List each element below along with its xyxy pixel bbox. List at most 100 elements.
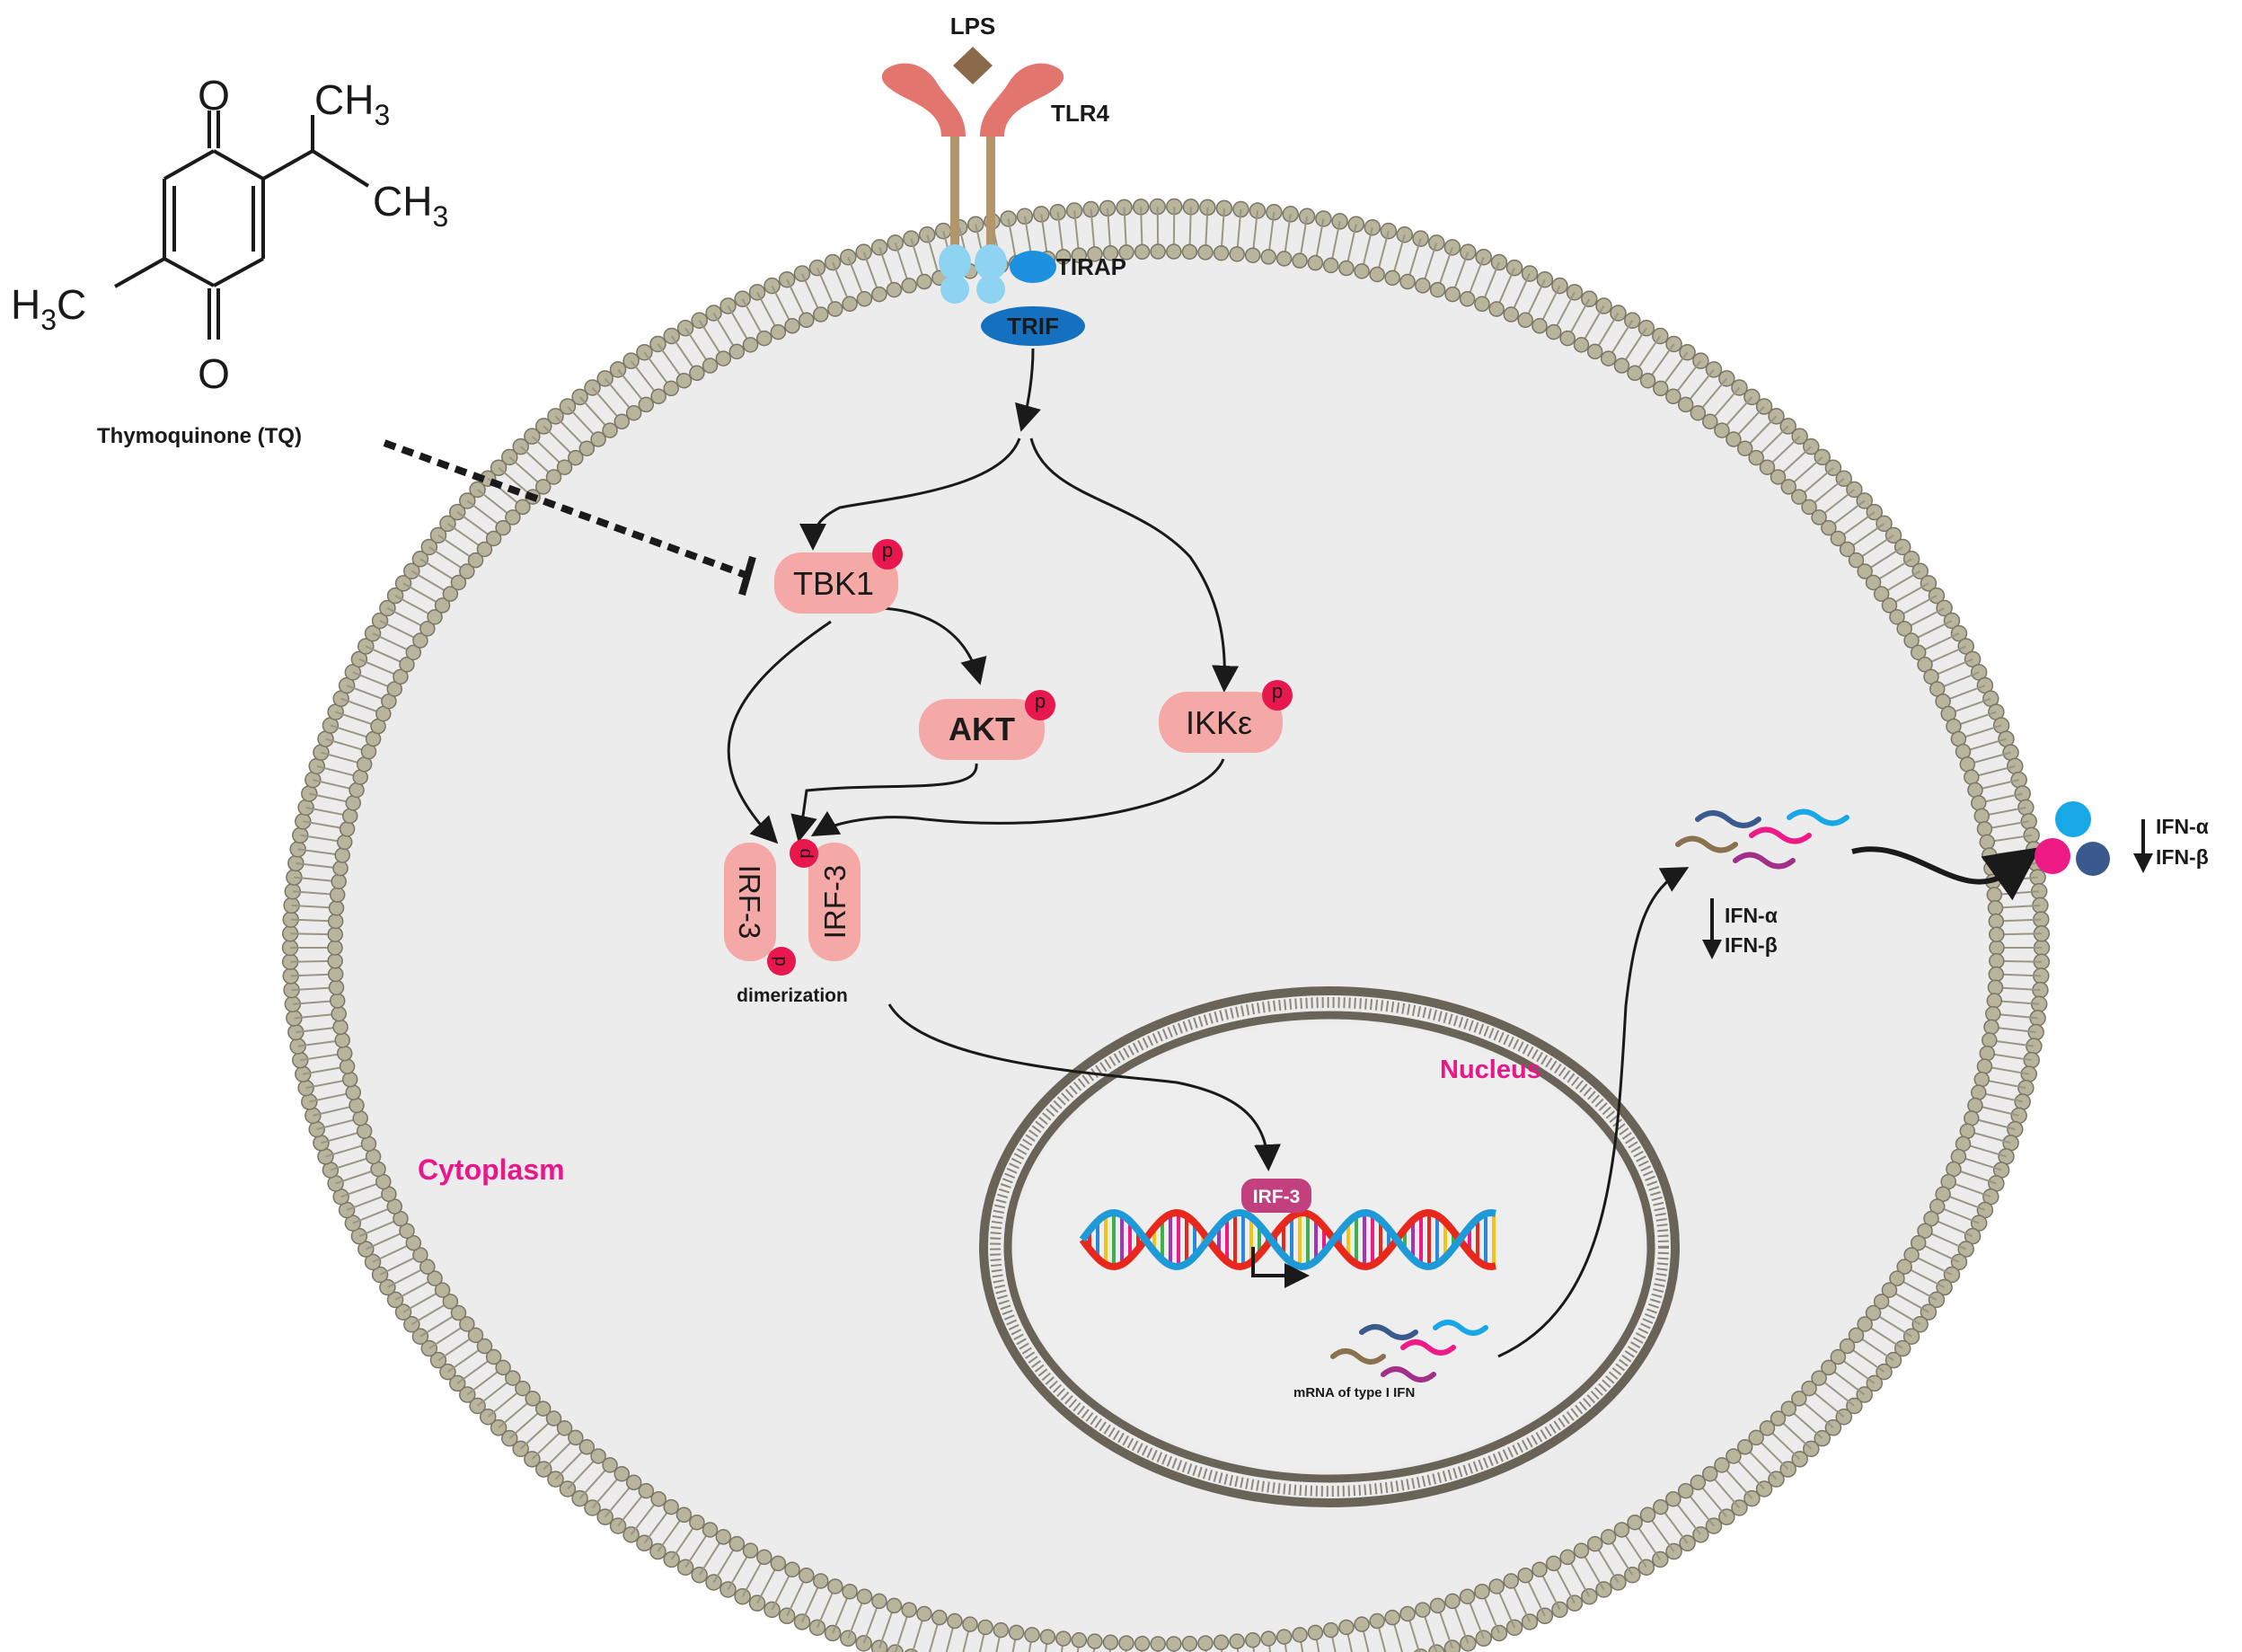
ifn-particle-pink (2035, 838, 2070, 874)
lipid-head (901, 278, 917, 294)
mrna-strand-brown (1675, 835, 1738, 853)
lipid-head (427, 609, 443, 625)
arrow-secretion (1851, 846, 2041, 901)
lipid-head (613, 413, 631, 430)
lipid-head (327, 913, 344, 930)
lipid-head (962, 1616, 978, 1632)
arrow-ikk-to-irf3 (810, 758, 1225, 837)
lipid-head (1967, 782, 1983, 799)
lipid-head (1748, 1429, 1764, 1446)
lipid-head (495, 1359, 511, 1376)
lipid-head (349, 782, 365, 799)
lipid-head (525, 1391, 541, 1407)
lipid-head (1166, 1636, 1182, 1652)
lipid-head (1889, 1270, 1905, 1286)
lipid-head (1726, 431, 1742, 447)
lipid-head (1964, 769, 1980, 785)
irf3-monomer-left (724, 843, 776, 961)
lipid-head (485, 1348, 502, 1365)
tbk1-node: TBK1 p (774, 539, 903, 614)
lipid-head (842, 1583, 858, 1600)
lipid-head (1910, 644, 1927, 661)
lipid-head (1917, 1223, 1933, 1239)
methyl-label-left: H3C (11, 281, 86, 336)
lipid-head (715, 1529, 732, 1545)
lipid-head (1989, 926, 2005, 942)
lipid-head (341, 808, 358, 825)
lipid-head (1701, 413, 1718, 430)
lipid-head (1292, 1627, 1308, 1643)
lipid-head (931, 1609, 948, 1626)
lipid-head (399, 1223, 415, 1239)
mrna-strand-navy (1695, 810, 1761, 828)
nuclear-envelope-outer (979, 986, 1680, 1507)
lipid-head (578, 440, 596, 456)
lipid-head (625, 1474, 642, 1491)
lipid-head (419, 621, 436, 637)
lipid-head (1677, 1482, 1694, 1499)
irf3-monomer-right (808, 843, 861, 961)
tirap-protein (1010, 251, 1056, 283)
mrna-strand-purple (1733, 852, 1796, 870)
lipid-head (1545, 1555, 1562, 1572)
lipid-head (1399, 1605, 1416, 1622)
ikk-phospho-label: p (1272, 680, 1283, 702)
lipid-head (1428, 1644, 1445, 1652)
down-arrow-icon (2133, 853, 2153, 873)
inner-membrane-heads (327, 243, 2005, 1652)
mrna-caption: mRNA of type I IFN (1293, 1385, 1415, 1400)
lipid-head (663, 1498, 679, 1515)
dna-helix (1079, 1208, 1496, 1271)
ikk-box (1159, 692, 1283, 753)
lipid-head (784, 318, 800, 334)
lipid-head (1197, 244, 1214, 261)
lipid-head (1444, 286, 1461, 303)
lipid-head (1791, 489, 1807, 505)
lipid-head (1275, 251, 1293, 267)
ifn-beta-outer: IFN-β (2156, 845, 2209, 869)
lipid-head (1369, 1612, 1385, 1630)
lipid-head (675, 372, 693, 389)
tir-domain-right-1 (975, 244, 1007, 280)
lipid-head (1801, 1380, 1817, 1397)
lipid-head (1987, 979, 2004, 995)
thymoquinone-structure (114, 110, 370, 340)
lipid-head (334, 847, 350, 863)
lipid-head (1229, 1633, 1245, 1649)
lipid-head (1923, 1210, 1939, 1227)
lipid-head (434, 597, 451, 614)
lipid-head (476, 541, 493, 558)
ikk-node: IKKε p (1159, 680, 1293, 753)
lipid-head (1848, 552, 1865, 569)
lipid-head (1087, 1633, 1103, 1649)
lipid-head (1714, 422, 1730, 438)
lipid-head (1881, 597, 1898, 614)
lipid-head (328, 979, 345, 995)
lipid-head (1459, 291, 1476, 307)
lipid-head (1976, 821, 1993, 837)
lipid-head (756, 1549, 772, 1566)
lipid-head (336, 1045, 353, 1062)
lipid-head (871, 286, 887, 303)
lipid-head (1903, 1247, 1920, 1263)
lipid-head (1600, 1529, 1617, 1545)
lipid-head (1759, 459, 1776, 475)
irf3-bound-dna: IRF-3 (1241, 1179, 1311, 1213)
lipid-head (515, 1380, 531, 1397)
lipid-head (613, 1465, 631, 1482)
tq-bond (213, 149, 264, 181)
lipid-head (770, 1555, 787, 1572)
lipid-head (827, 1578, 843, 1595)
lipid-head (728, 1535, 746, 1552)
lipid-head (1134, 1635, 1151, 1652)
irf3-dimer: IRF-3 IRF-3 p p dimerization (724, 839, 861, 1006)
lipid-head (578, 1439, 596, 1455)
lipid-head (1474, 1583, 1490, 1600)
irf3-nuclear-box (1241, 1179, 1311, 1213)
dimerization-caption: dimerization (737, 985, 848, 1006)
lipid-head (1811, 509, 1827, 526)
lipid-head (419, 1259, 436, 1275)
lipid-head (638, 396, 655, 413)
lipid-head (331, 873, 347, 890)
lipid-head (1531, 318, 1548, 334)
